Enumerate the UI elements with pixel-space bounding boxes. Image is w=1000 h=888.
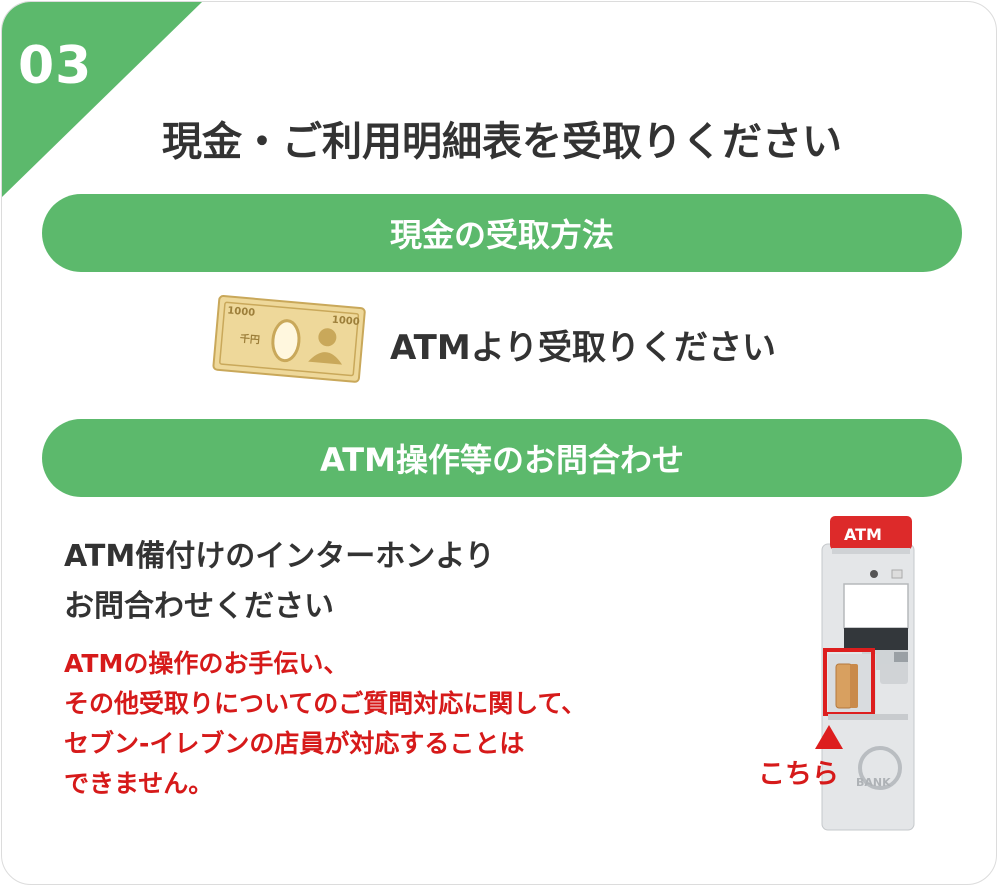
- step-number: 03: [18, 36, 93, 96]
- bill-denomination-left: 1000: [227, 305, 256, 318]
- cash-instruction: ATMより受取りください: [390, 328, 777, 368]
- atm-machine-image: ATM BANK: [821, 516, 915, 831]
- cash-section-header-label: 現金の受取方法: [389, 216, 614, 254]
- notice-line-4: できません。: [64, 769, 214, 798]
- pointer-label: こちら: [758, 759, 839, 790]
- staff-notice: ATMの操作のお手伝い、 その他受取りについてのご質問対応に関して、 セブン-イ…: [64, 644, 586, 804]
- notice-line-2: その他受取りについてのご質問対応に関して、: [64, 689, 587, 718]
- bill-denomination-right: 1000: [331, 315, 360, 328]
- contact-section-header: ATM操作等のお問合わせ: [42, 419, 962, 497]
- bill-label: 千円: [239, 332, 260, 347]
- notice-line-1: ATMの操作のお手伝い、: [64, 649, 349, 678]
- contact-instruction: ATM備付けのインターホンより お問合わせください: [64, 532, 495, 632]
- arrow-up-icon: [815, 725, 843, 749]
- atm-bank-mark: BANK: [856, 776, 891, 789]
- atm-sign: ATM: [844, 525, 882, 544]
- contact-line-1: ATM備付けのインターホンより: [64, 539, 495, 574]
- contact-section-header-label: ATM操作等のお問合わせ: [320, 441, 684, 479]
- contact-line-2: お問合わせください: [64, 589, 334, 624]
- step-corner-badge: [2, 2, 202, 197]
- banknote-icon: 1000 1000 千円: [212, 295, 366, 383]
- notice-line-3: セブン-イレブンの店員が対応することは: [64, 729, 525, 758]
- page-title: 現金・ご利用明細表を受取りください: [162, 119, 842, 165]
- cash-section-header: 現金の受取方法: [42, 194, 962, 272]
